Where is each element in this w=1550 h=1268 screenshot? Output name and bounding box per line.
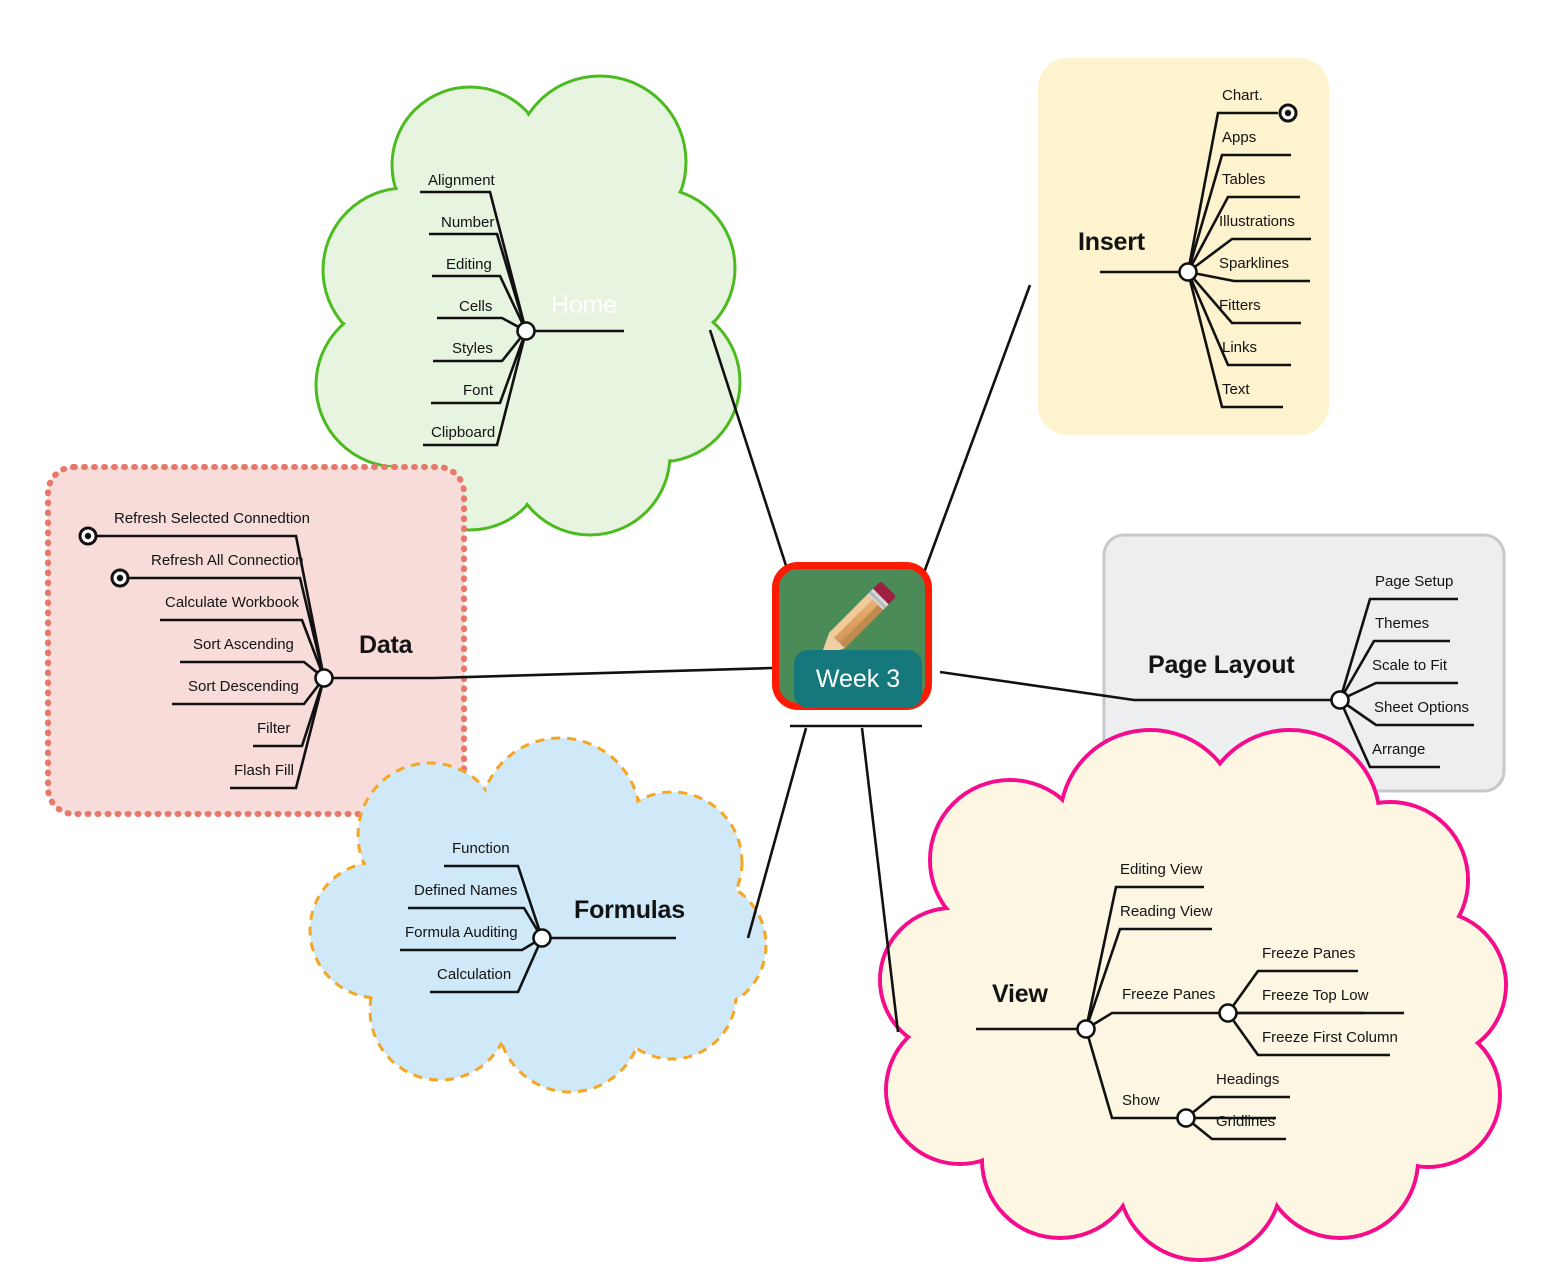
topic-label-insert[interactable]: Insert (1078, 228, 1145, 256)
subtopic-view-reading-view[interactable]: Reading View (1120, 903, 1213, 920)
subtopic-home-clipboard[interactable]: Clipboard (431, 424, 496, 441)
subtopic-page-layout-themes[interactable]: Themes (1375, 615, 1430, 632)
subtopic-page-layout-scale-to-fit[interactable]: Scale to Fit (1372, 657, 1448, 674)
subtopic-home-styles[interactable]: Styles (452, 340, 493, 357)
subtopic-insert-illustrations[interactable]: Illustrations (1219, 213, 1295, 230)
subtopic-data-refresh-all[interactable]: Refresh All Connection (151, 552, 304, 569)
subtopic-formulas-calculation[interactable]: Calculation (437, 966, 512, 983)
branch-container-insert[interactable] (1038, 58, 1329, 435)
subtopic-view-headings[interactable]: Headings (1216, 1071, 1280, 1088)
subtopic-home-alignment[interactable]: Alignment (428, 172, 495, 189)
subtopic-view-freeze-first-column[interactable]: Freeze First Column (1262, 1029, 1398, 1046)
subtopic-insert-chart[interactable]: Chart. (1222, 87, 1263, 104)
subtopic-data-flash-fill[interactable]: Flash Fill (234, 762, 295, 779)
subtopic-data-refresh-selected[interactable]: Refresh Selected Connedtion (114, 510, 310, 527)
subtopic-view-freeze-panes[interactable]: Freeze Panes (1122, 986, 1216, 1003)
topic-label-formulas[interactable]: Formulas (574, 896, 685, 924)
topic-label-view[interactable]: View (992, 980, 1048, 1008)
spoke-data (433, 666, 773, 680)
subtopic-view-show[interactable]: Show (1122, 1092, 1160, 1109)
subtree-data (90, 534, 434, 790)
spoke-page-layout (939, 670, 1135, 702)
subtopic-formulas-formula-auditing[interactable]: Formula Auditing (405, 924, 518, 941)
spoke-formulas (746, 727, 808, 939)
subtopic-home-cells[interactable]: Cells (459, 298, 493, 315)
branch-container-view[interactable] (878, 728, 1508, 1262)
subtopic-data-sort-descending[interactable]: Sort Descending (188, 678, 299, 695)
subtopic-insert-tables[interactable]: Tables (1222, 171, 1266, 188)
bullseye-icon (1278, 103, 1298, 123)
central-topic-label: Week 3 (794, 650, 922, 708)
subtopic-formulas-function[interactable]: Function (452, 840, 510, 857)
subtopic-home-number[interactable]: Number (441, 214, 495, 231)
subtopic-page-layout-arrange[interactable]: Arrange (1372, 741, 1426, 758)
subtopic-view-editing-view[interactable]: Editing View (1120, 861, 1203, 878)
subtopic-home-editing[interactable]: Editing (446, 256, 492, 273)
subtopic-insert-links[interactable]: Links (1222, 339, 1258, 356)
subtopic-insert-sparklines[interactable]: Sparklines (1219, 255, 1290, 272)
branch-container-data[interactable] (45, 464, 467, 817)
spoke-home (708, 329, 792, 579)
subtopic-data-calculate-workbook[interactable]: Calculate Workbook (165, 594, 299, 611)
topic-label-home[interactable]: Home (551, 291, 617, 319)
subtree-home (420, 190, 624, 447)
subtree-view (976, 885, 1404, 1141)
subtopic-formulas-defined-names[interactable]: Defined Names (414, 882, 518, 899)
topic-label-page-layout[interactable]: Page Layout (1148, 651, 1295, 679)
subtopic-view-gridlines[interactable]: Gridlines (1216, 1113, 1276, 1130)
subtree-formulas (400, 864, 676, 994)
subtopic-insert-fitters[interactable]: Fitters (1219, 297, 1261, 314)
subtopic-page-layout-sheet-options[interactable]: Sheet Options (1374, 699, 1470, 716)
branch-container-formulas[interactable] (308, 736, 768, 1094)
subtopic-view-freeze-top-low[interactable]: Freeze Top Low (1262, 987, 1369, 1004)
spoke-insert (920, 284, 1032, 579)
subtopic-home-font[interactable]: Font (463, 382, 494, 399)
central-topic-node[interactable]: Week 3 (772, 562, 940, 712)
bullseye-markers (78, 103, 1298, 588)
subtopic-insert-apps[interactable]: Apps (1222, 129, 1257, 146)
subtree-insert (1100, 111, 1311, 409)
subtopic-insert-text[interactable]: Text (1222, 381, 1250, 398)
subtopic-data-sort-ascending[interactable]: Sort Ascending (193, 636, 294, 653)
branch-container-home[interactable] (314, 74, 742, 537)
subtree-page-layout (1134, 597, 1474, 769)
spoke-view (860, 727, 900, 1033)
main-spokes (433, 284, 1135, 1033)
topic-label-data[interactable]: Data (359, 631, 413, 659)
subtopic-view-freeze-panes-child[interactable]: Freeze Panes (1262, 945, 1356, 962)
bullseye-icon (78, 526, 98, 546)
bullseye-icon (110, 568, 130, 588)
subtopic-data-filter[interactable]: Filter (257, 720, 291, 737)
subtopic-page-layout-page-setup[interactable]: Page Setup (1375, 573, 1454, 590)
